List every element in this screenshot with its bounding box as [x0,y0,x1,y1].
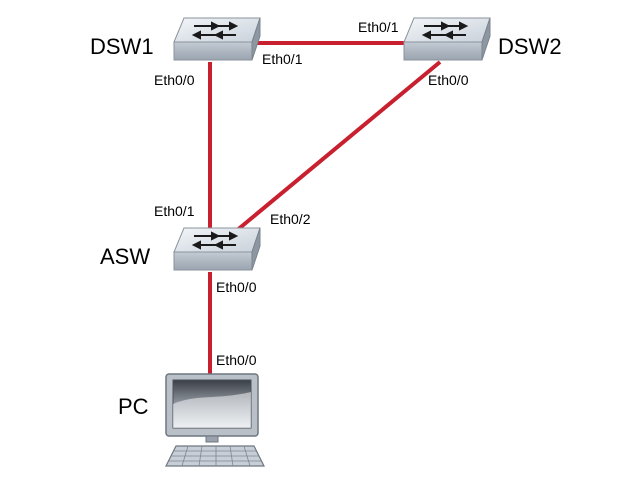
network-switch-icon [173,17,261,61]
port-label-dsw1-eth0-0: Eth0/0 [154,72,195,88]
network-switch-icon [403,17,491,61]
port-label-dsw2-eth0-0: Eth0/0 [428,72,469,88]
device-label-dsw1: DSW1 [90,34,154,59]
switch-dsw2[interactable] [403,17,491,61]
network-switch-icon [173,227,261,271]
device-label-dsw2: DSW2 [498,34,562,59]
switch-asw[interactable] [173,227,261,271]
link-dsw2-asw [228,60,442,238]
port-label-asw-eth0-2: Eth0/2 [270,211,311,227]
port-label-dsw2-eth0-1: Eth0/1 [358,19,399,35]
port-label-dsw1-eth0-1: Eth0/1 [262,51,303,67]
network-links [208,41,442,376]
switch-dsw1[interactable] [173,17,261,61]
desktop-pc-icon [165,373,265,467]
device-label-asw: ASW [100,244,151,269]
port-label-asw-eth0-1: Eth0/1 [154,203,195,219]
port-label-asw-eth0-0: Eth0/0 [216,279,257,295]
port-label-pc-eth0-0: Eth0/0 [216,352,257,368]
device-label-pc: PC [118,394,149,419]
pc-device[interactable] [165,373,265,467]
